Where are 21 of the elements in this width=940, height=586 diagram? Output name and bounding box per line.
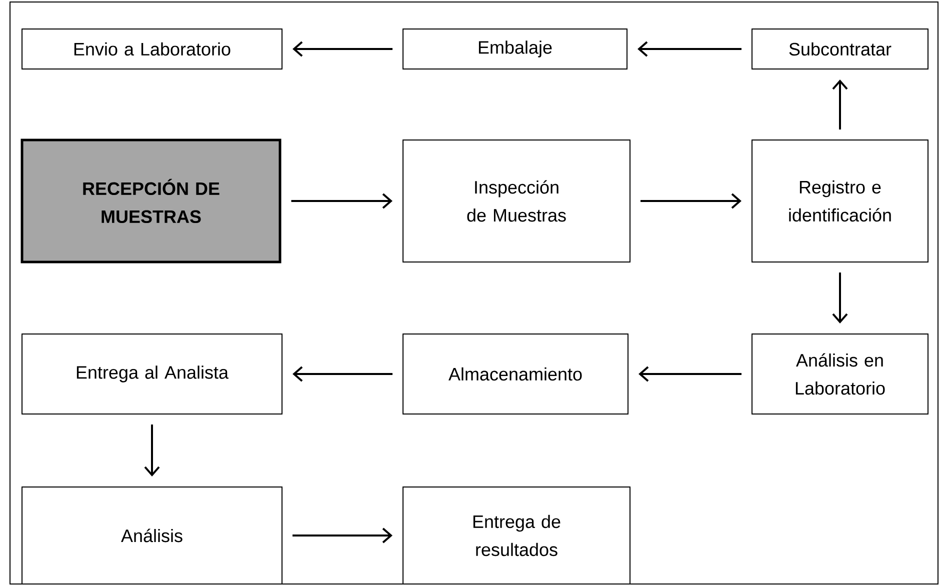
arrow: [638, 366, 742, 382]
process-box: Inspección de Muestras: [402, 140, 630, 262]
arrow: [292, 528, 392, 544]
arrow: [832, 80, 848, 130]
process-box: Registro e identificación: [752, 140, 928, 262]
arrow: [291, 193, 392, 209]
process-box: Entrega al Analista: [22, 334, 282, 414]
arrow: [292, 366, 392, 382]
arrow: [292, 41, 392, 57]
process-box: Almacenamiento: [402, 334, 628, 414]
process-box: Análisis en Laboratorio: [752, 334, 928, 414]
process-box: Entrega de resultados: [402, 486, 630, 584]
process-box: Envio a Laboratorio: [22, 28, 282, 70]
title-box: RECEPCIÓN DE MUESTRAS: [20, 138, 282, 264]
process-box: Embalaje: [402, 28, 628, 70]
process-box: Subcontratar: [752, 28, 928, 70]
process-box: Análisis: [22, 486, 282, 584]
arrow: [832, 272, 848, 324]
arrow: [638, 41, 742, 57]
arrow: [640, 193, 742, 209]
arrow: [144, 424, 160, 476]
